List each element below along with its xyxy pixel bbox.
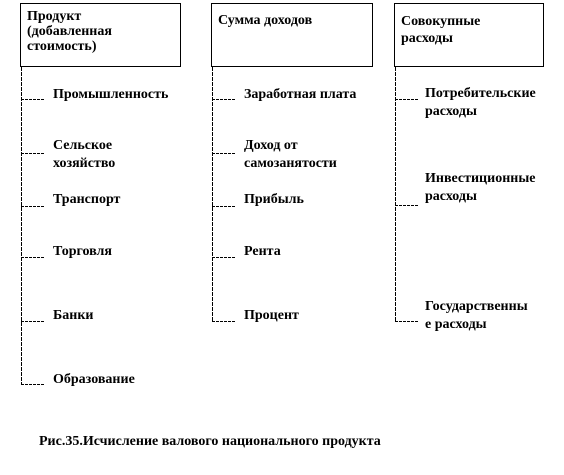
income-item-wages: Заработная плата [244, 87, 357, 102]
income-item-rent: Рента [244, 244, 281, 259]
figure-caption: Рис.35.Исчисление валового национального… [39, 434, 381, 449]
product-header-box: Продукт (добавленная стоимость) [20, 3, 181, 67]
product-item-banks: Банки [53, 308, 94, 323]
income-column-connectors [212, 67, 235, 322]
product-item-industry: Промышленность [53, 87, 169, 102]
product-header-line-1: Продукт [27, 9, 82, 24]
income-header-title: Сумма доходов [218, 13, 368, 28]
product-column-connectors [21, 67, 44, 385]
expenditure-header-line-2: расходы [401, 31, 453, 46]
income-header-box: Сумма доходов [211, 3, 373, 67]
product-item-transport: Транспорт [53, 192, 121, 207]
expenditure-header-box: Совокупные расходы [394, 3, 544, 67]
product-header-title: Продукт (добавленная стоимость) [27, 9, 176, 54]
expenditure-header-title: Совокупные расходы [401, 13, 539, 47]
product-item-education: Образование [53, 372, 135, 387]
product-header-line-3: стоимость) [27, 39, 97, 54]
expenditure-header-line-1: Совокупные [401, 14, 481, 29]
product-item-trade: Торговля [53, 244, 112, 259]
income-item-interest: Процент [244, 308, 299, 323]
income-item-profit: Прибыль [244, 192, 304, 207]
expenditure-column-connectors [395, 67, 418, 322]
product-header-line-2: (добавленная [27, 24, 112, 39]
income-header-line-1: Сумма доходов [218, 13, 313, 28]
